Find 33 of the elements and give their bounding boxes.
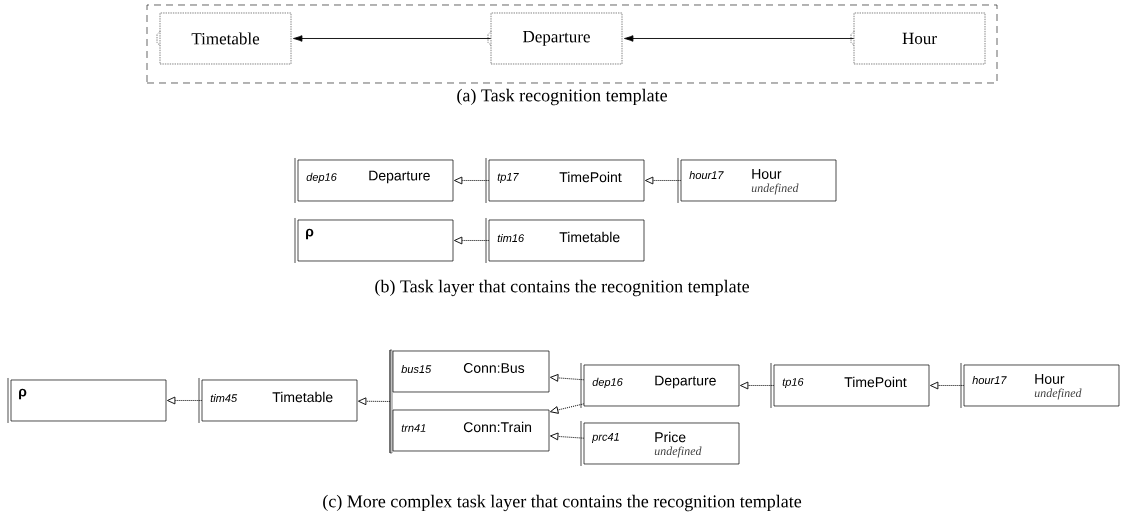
caption: (a) Task recognition template	[457, 88, 667, 106]
arrow	[358, 397, 391, 406]
template-box: Hour	[850, 12, 986, 65]
arrow	[293, 35, 492, 42]
record-box: ρ	[7, 377, 167, 424]
arrow	[550, 374, 585, 382]
record-box: dep16 Departure	[294, 157, 454, 204]
record-box: dep16 Departure	[580, 362, 740, 409]
arrow	[549, 403, 585, 414]
record-box: hour17 Hour undefined	[960, 362, 1120, 409]
dashed-frame	[146, 4, 998, 84]
record-box: tp17 TimePoint	[485, 157, 645, 204]
arrow	[454, 236, 490, 245]
arrow	[550, 432, 585, 441]
arrow	[930, 381, 965, 390]
record-box: tim45 Timetable	[198, 377, 358, 424]
record-box: trn41 Conn:Train	[392, 409, 550, 452]
record-box: ρ	[294, 217, 454, 264]
arrow	[454, 176, 490, 185]
template-box: Timetable	[156, 12, 292, 65]
caption: (c) More complex task layer that contains the recognition template	[323, 494, 802, 512]
record-box: tim16 Timetable	[485, 217, 645, 264]
arrow	[167, 396, 203, 405]
template-box: Departure	[487, 12, 623, 65]
record-box: hour17 Hour undefined	[677, 157, 837, 204]
record-box: prc41 Price undefined	[580, 420, 740, 467]
arrow	[645, 176, 682, 185]
record-box: bus15 Conn:Bus	[392, 350, 550, 393]
arrow	[740, 381, 775, 390]
double-bar	[389, 349, 393, 454]
caption: (b) Task layer that contains the recognition template	[375, 279, 749, 297]
arrow	[624, 35, 855, 42]
record-box: tp16 TimePoint	[770, 362, 930, 409]
